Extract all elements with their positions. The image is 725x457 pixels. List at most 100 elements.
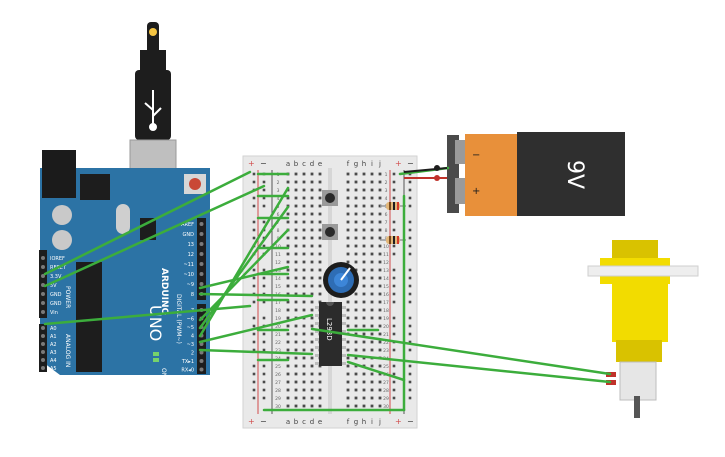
resistor-1[interactable] bbox=[380, 202, 406, 210]
row-label: 18 bbox=[383, 308, 389, 314]
row-label: 2 bbox=[385, 180, 388, 186]
arduino-uno-board[interactable]: ARDUINO UNO POWER ANALOG IN DIGITAL (PWM… bbox=[39, 150, 210, 377]
row-label: 12 bbox=[275, 260, 281, 266]
digital-pin[interactable] bbox=[199, 242, 204, 246]
row-label: 29 bbox=[383, 396, 389, 402]
row-label: 27 bbox=[275, 380, 281, 386]
digital-pin[interactable] bbox=[199, 262, 204, 266]
row-label: 3 bbox=[277, 188, 280, 194]
column-label: g bbox=[354, 418, 358, 426]
digital-pin[interactable] bbox=[199, 272, 204, 276]
row-label: 15 bbox=[383, 284, 389, 290]
column-label: g bbox=[354, 160, 358, 168]
digital-pin[interactable] bbox=[199, 367, 204, 372]
dc-power-jack bbox=[42, 150, 76, 198]
on-led: ON bbox=[153, 352, 167, 377]
column-label: d bbox=[310, 418, 314, 426]
digital-pin-label: GND bbox=[183, 232, 195, 238]
analog-pin-label: A5 bbox=[50, 366, 57, 372]
usb-cable[interactable] bbox=[129, 22, 177, 189]
column-label: b bbox=[294, 418, 299, 426]
analog-pin[interactable] bbox=[41, 358, 45, 362]
row-label: 11 bbox=[383, 252, 389, 258]
battery-9v[interactable]: 9V − + bbox=[447, 132, 625, 216]
digital-pin[interactable] bbox=[199, 252, 204, 256]
row-label: 10 bbox=[383, 244, 389, 250]
power-pin[interactable] bbox=[41, 292, 45, 296]
power-pin[interactable] bbox=[41, 256, 45, 260]
row-label: 12 bbox=[383, 260, 389, 266]
rail-minus-top-left: − bbox=[260, 159, 267, 168]
dc-motor[interactable] bbox=[587, 240, 699, 418]
analog-pin-label: A4 bbox=[50, 358, 57, 364]
power-pin-label: GND bbox=[50, 301, 62, 307]
digital-pin-label: ~6 bbox=[187, 317, 194, 323]
analog-pin[interactable] bbox=[41, 350, 45, 354]
row-label: 19 bbox=[275, 316, 281, 322]
l293d-chip[interactable]: L293D bbox=[315, 302, 346, 366]
digital-pin[interactable] bbox=[199, 282, 204, 286]
row-label: 23 bbox=[383, 348, 389, 354]
potentiometer[interactable] bbox=[323, 262, 359, 298]
row-label: 15 bbox=[275, 284, 281, 290]
digital-header-upper[interactable] bbox=[197, 218, 206, 300]
row-label: 13 bbox=[383, 268, 389, 274]
analog-pin[interactable] bbox=[41, 334, 45, 338]
digital-pin-label: RX◂0 bbox=[181, 368, 194, 374]
row-label: 18 bbox=[275, 308, 281, 314]
digital-pin[interactable] bbox=[199, 222, 204, 226]
row-label: 11 bbox=[275, 252, 281, 258]
wires[interactable] bbox=[43, 166, 612, 412]
row-label: 1 bbox=[385, 172, 388, 178]
reset-button[interactable] bbox=[189, 178, 201, 190]
column-label: i bbox=[371, 418, 373, 426]
power-pin-label: Vin bbox=[50, 310, 58, 316]
column-label: f bbox=[347, 418, 350, 426]
digital-pin-label: AREF bbox=[181, 222, 194, 228]
row-label: 2 bbox=[277, 180, 280, 186]
resistor-2[interactable] bbox=[380, 236, 406, 244]
rail-plus-bottom-right: + bbox=[395, 417, 402, 426]
row-label: 25 bbox=[275, 364, 281, 370]
digital-pin[interactable] bbox=[199, 350, 204, 355]
column-label: e bbox=[318, 160, 322, 168]
column-label: h bbox=[362, 418, 366, 426]
row-label: 7 bbox=[277, 220, 280, 226]
analog-pin[interactable] bbox=[41, 326, 45, 330]
push-button-1[interactable] bbox=[322, 190, 338, 206]
column-label: a bbox=[286, 418, 290, 426]
digital-pin[interactable] bbox=[199, 232, 204, 236]
digital-header-lower[interactable] bbox=[197, 304, 206, 374]
analog-header[interactable] bbox=[39, 324, 47, 372]
digital-pin-label: 13 bbox=[188, 242, 194, 248]
battery-plus: + bbox=[472, 186, 480, 197]
row-label: 28 bbox=[275, 388, 281, 394]
analog-pin[interactable] bbox=[41, 342, 45, 346]
row-label: 19 bbox=[383, 316, 389, 322]
arduino-brand: ARDUINO bbox=[159, 268, 169, 316]
row-label: 6 bbox=[277, 212, 280, 218]
row-label: 22 bbox=[383, 340, 389, 346]
power-pin-label: GND bbox=[50, 292, 62, 298]
power-pin[interactable] bbox=[41, 310, 45, 314]
analog-pin[interactable] bbox=[41, 366, 45, 370]
column-label: a bbox=[286, 160, 290, 168]
row-label: 20 bbox=[383, 324, 389, 330]
analog-pin-label: A3 bbox=[50, 350, 57, 356]
row-label: 30 bbox=[275, 404, 281, 410]
power-pin[interactable] bbox=[41, 265, 45, 269]
battery-label: 9V bbox=[562, 160, 587, 189]
digital-pin-label: 12 bbox=[188, 252, 194, 258]
row-label: 4 bbox=[277, 196, 280, 202]
rail-minus-bottom-left: − bbox=[260, 417, 267, 426]
digital-pin[interactable] bbox=[199, 359, 204, 363]
push-button-2[interactable] bbox=[322, 224, 338, 240]
power-pin[interactable] bbox=[41, 274, 45, 278]
battery-minus: − bbox=[472, 150, 480, 161]
digital-header-label: DIGITAL (PWM~) bbox=[175, 294, 182, 344]
column-label: c bbox=[302, 418, 306, 426]
atmega-chip bbox=[76, 262, 102, 372]
power-pin-label: 5V bbox=[50, 283, 57, 289]
column-label: h bbox=[362, 160, 366, 168]
power-pin[interactable] bbox=[41, 301, 45, 305]
